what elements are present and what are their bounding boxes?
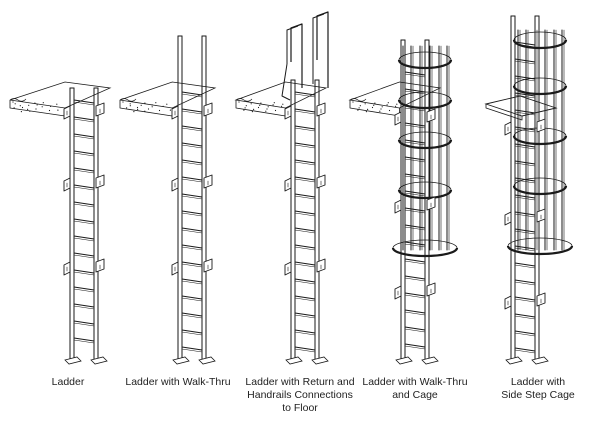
ladder-side-step-cage: [484, 15, 574, 365]
caption-ladder: Ladder: [51, 376, 85, 388]
caption-side-step-cage: Ladder with Side Step Cage: [501, 376, 575, 401]
ladder-walk-thru-cage: [348, 39, 459, 365]
caption-walk-thru-cage: Ladder with Walk-Thru and Cage: [362, 376, 468, 401]
caption-return-handrails: Ladder with Return and Handrails Connect…: [245, 376, 355, 414]
ladder-return-handrails: [234, 11, 329, 365]
ladder-walk-thru: [119, 35, 217, 365]
ladder-plain: [9, 81, 112, 365]
caption-walk-thru: Ladder with Walk-Thru: [125, 376, 231, 388]
